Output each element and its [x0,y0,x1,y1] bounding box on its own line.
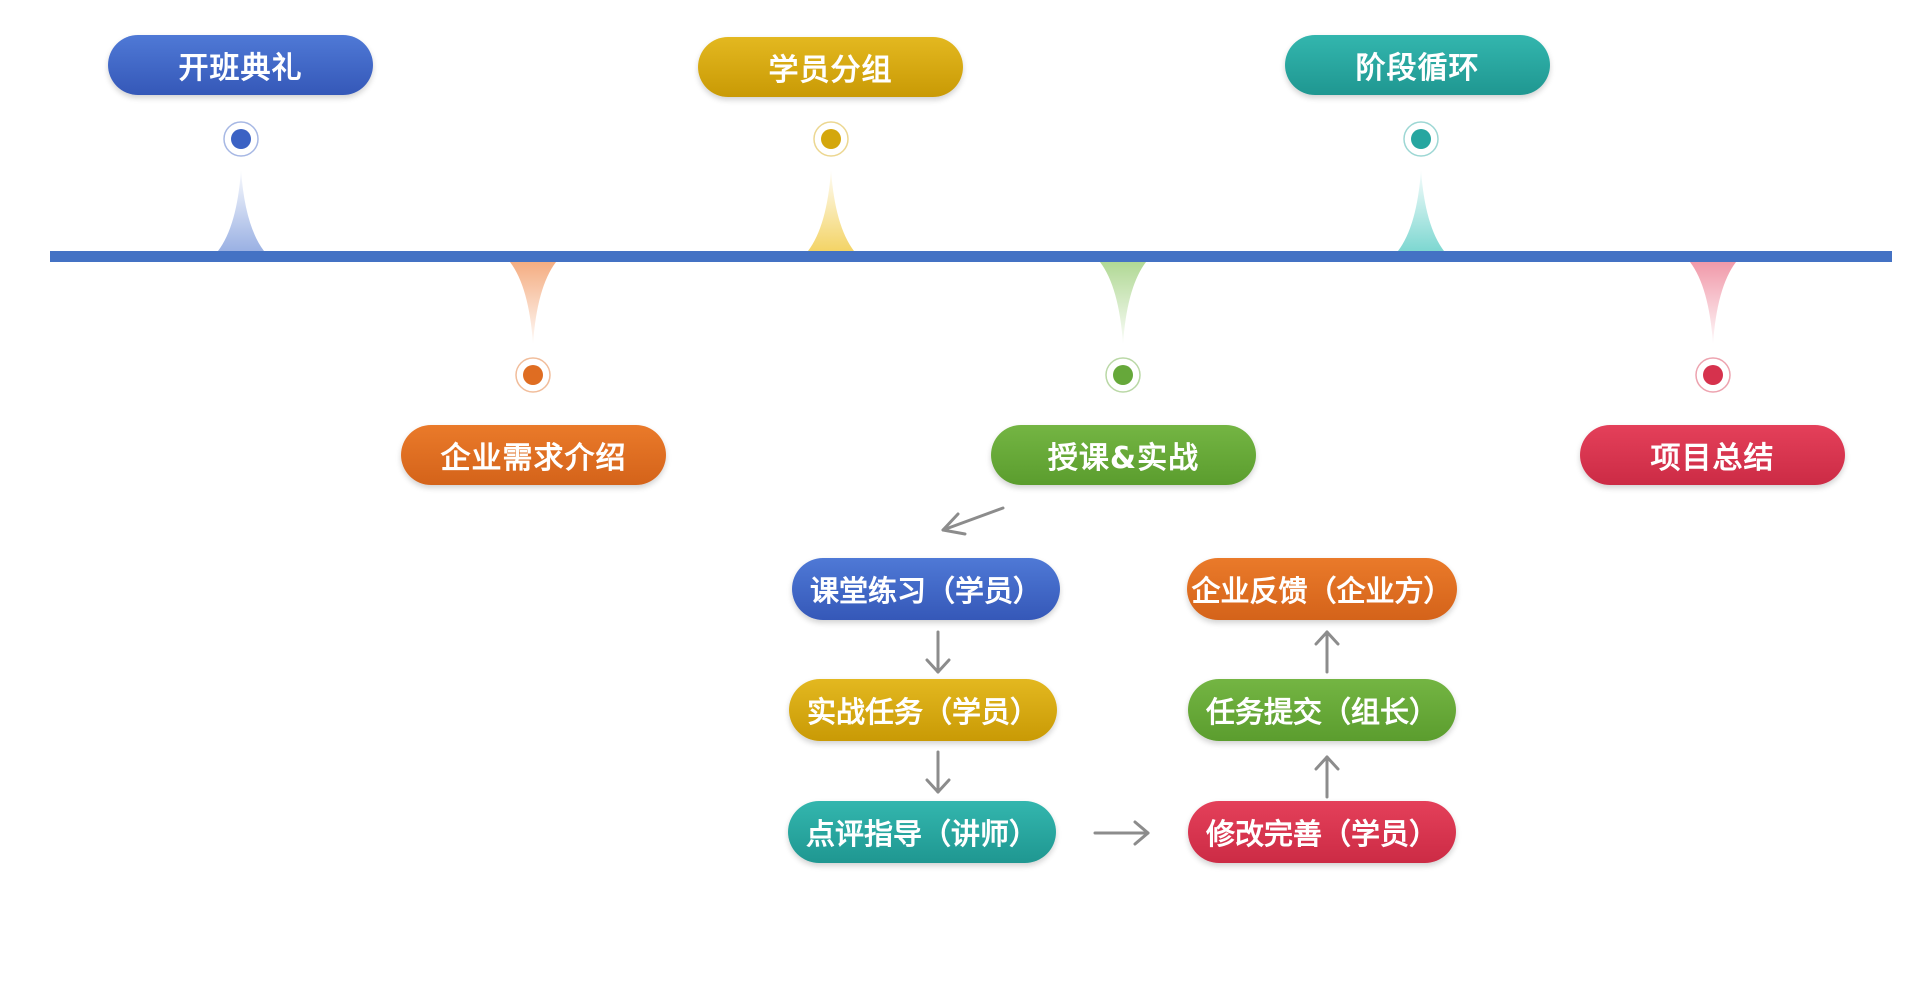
arrow-right [1093,820,1150,846]
step-review-guidance: 点评指导（讲师） [788,801,1056,863]
step-revise-improve: 修改完善（学员） [1188,801,1456,863]
arrow-into-cycle [941,506,1005,536]
stage-label-enterprise-requirements: 企业需求介绍 [401,425,666,485]
step-task-submission: 任务提交（组长） [1188,679,1456,741]
dot-stage-1 [223,121,259,157]
stage-label-opening-ceremony: 开班典礼 [108,35,373,95]
dot-stage-3 [813,121,849,157]
stage-label-student-grouping: 学员分组 [698,37,963,97]
spike-stage-1 [218,170,264,251]
spike-stage-6 [1690,262,1736,344]
step-enterprise-feedback: 企业反馈（企业方） [1187,558,1457,620]
dot-stage-4 [1105,357,1141,393]
spike-stage-2 [510,262,556,344]
stage-label-teaching-practice: 授课&实战 [991,425,1256,485]
dot-stage-2 [515,357,551,393]
spike-stage-3 [808,170,854,251]
spike-stage-4 [1100,262,1146,344]
spike-stage-5 [1398,170,1444,251]
timeline-axis [50,251,1892,262]
step-classroom-exercise: 课堂练习（学员） [792,558,1060,620]
step-practical-task: 实战任务（学员） [789,679,1057,741]
dot-stage-5 [1403,121,1439,157]
arrow-down-1 [925,630,951,674]
arrow-up-2 [1314,630,1340,674]
stage-label-project-summary: 项目总结 [1580,425,1845,485]
dot-stage-6 [1695,357,1731,393]
arrow-up-1 [1314,755,1340,799]
stage-label-phase-cycle: 阶段循环 [1285,35,1550,95]
arrow-down-2 [925,750,951,794]
